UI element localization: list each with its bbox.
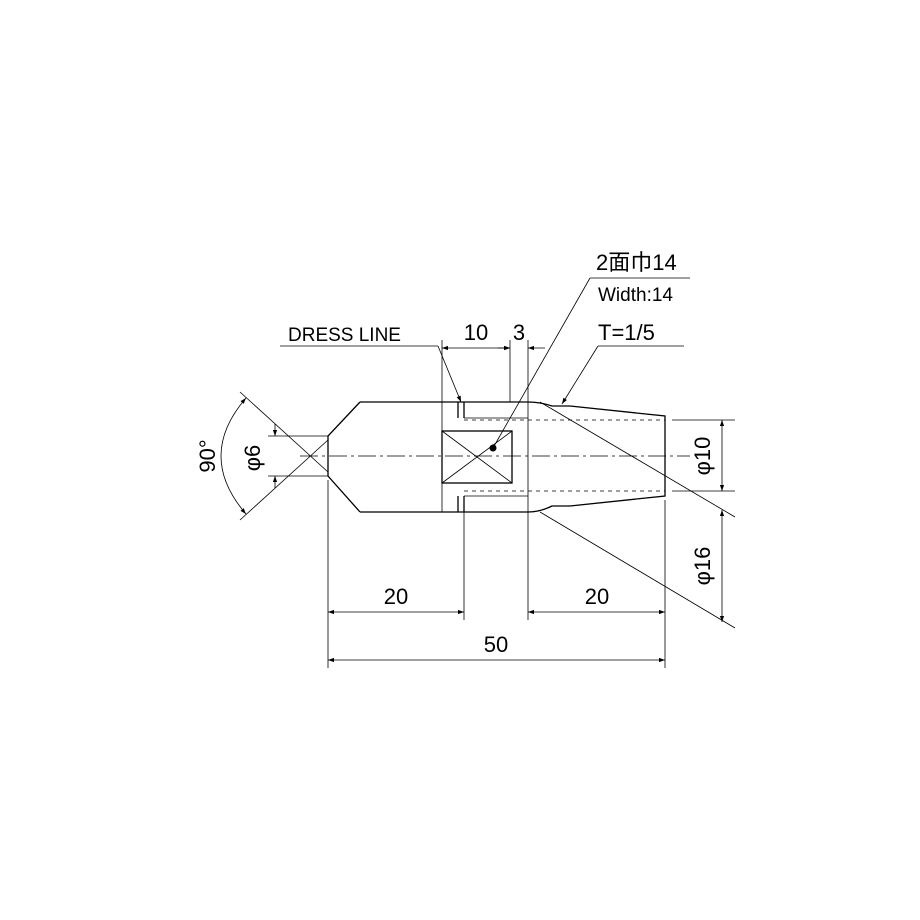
taper-leader <box>561 345 599 405</box>
dim-20-left-label: 20 <box>384 584 408 609</box>
flats-label-en: Width:14 <box>598 285 673 306</box>
dim-10-label: 10 <box>464 320 488 345</box>
top-dimensions: 10 3 DRESS LINE T=1/5 2面巾14 Width:14 <box>280 250 690 449</box>
angle-ext-lower <box>239 439 329 521</box>
flats-cross-2 <box>441 430 513 484</box>
angle-dimension: 90° <box>195 391 329 521</box>
dia-large-label: φ16 <box>690 547 715 586</box>
taper-projection-top <box>539 401 736 518</box>
flats-window <box>441 430 513 484</box>
dim-3-label: 3 <box>513 320 525 345</box>
body-left <box>360 401 458 513</box>
angle-ext-upper <box>239 391 329 473</box>
dress-line-label: DRESS LINE <box>288 325 401 346</box>
dim-20-right-label: 20 <box>585 584 609 609</box>
dress-groove <box>457 401 465 513</box>
tip-diameter-dimension: φ6 <box>240 424 328 488</box>
right-diameter-dimensions: φ10 φ16 <box>539 401 736 629</box>
dress-line-leader <box>437 345 462 403</box>
tip-diameter-label: φ6 <box>240 445 265 472</box>
dim-50-label: 50 <box>484 632 508 657</box>
angle-arc <box>220 397 247 515</box>
angle-label: 90° <box>195 439 220 472</box>
flats-leader <box>492 277 591 449</box>
taper <box>527 401 666 513</box>
cone-tip <box>327 401 361 513</box>
part-outline <box>300 401 690 513</box>
body-middle <box>464 401 528 513</box>
taper-projection-bottom <box>539 511 736 629</box>
flats-label-jp: 2面巾14 <box>596 250 677 275</box>
dia-small-label: φ10 <box>690 437 715 476</box>
taper-label: T=1/5 <box>598 320 655 345</box>
bottom-dimensions: 20 20 50 <box>327 480 666 668</box>
